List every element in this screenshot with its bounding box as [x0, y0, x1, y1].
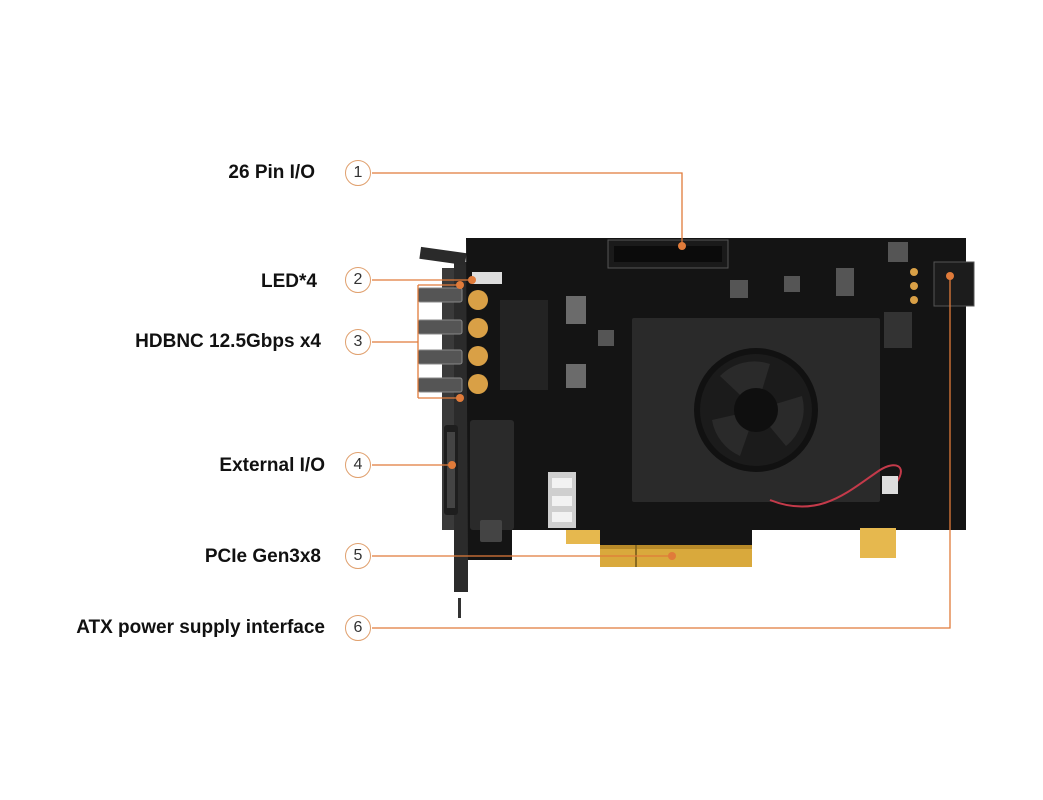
leader-endpoints — [448, 242, 954, 560]
mounting-bracket — [419, 246, 468, 618]
callout-number-6: 6 — [345, 615, 371, 641]
26-pin-header — [607, 239, 729, 269]
callout-label-pcie: PCIe Gen3x8 — [204, 546, 321, 567]
callout-number-4: 4 — [345, 452, 371, 478]
external-io-connector — [470, 420, 514, 542]
callout-number-5: 5 — [345, 543, 371, 569]
callout-number-2: 2 — [345, 267, 371, 293]
callout-number-1: 1 — [345, 160, 371, 186]
callout-label-led: LED*4 — [261, 271, 317, 292]
atx-power-connector — [910, 261, 975, 307]
callout-label-26-pin-io: 26 Pin I/O — [228, 162, 315, 183]
bnc-gold-pads — [468, 290, 488, 394]
pcb-components — [500, 242, 912, 528]
fan-cable — [769, 464, 902, 508]
heatsink-fan — [632, 318, 880, 502]
leader-lines — [372, 172, 951, 629]
callout-number-3: 3 — [345, 329, 371, 355]
callout-label-external-io: External I/O — [219, 455, 325, 476]
led-strip — [472, 272, 502, 284]
callout-label-atx-power: ATX power supply interface — [76, 617, 325, 638]
hdbnc-connectors — [417, 287, 463, 393]
callout-label-hdbnc: HDBNC 12.5Gbps x4 — [135, 331, 321, 352]
